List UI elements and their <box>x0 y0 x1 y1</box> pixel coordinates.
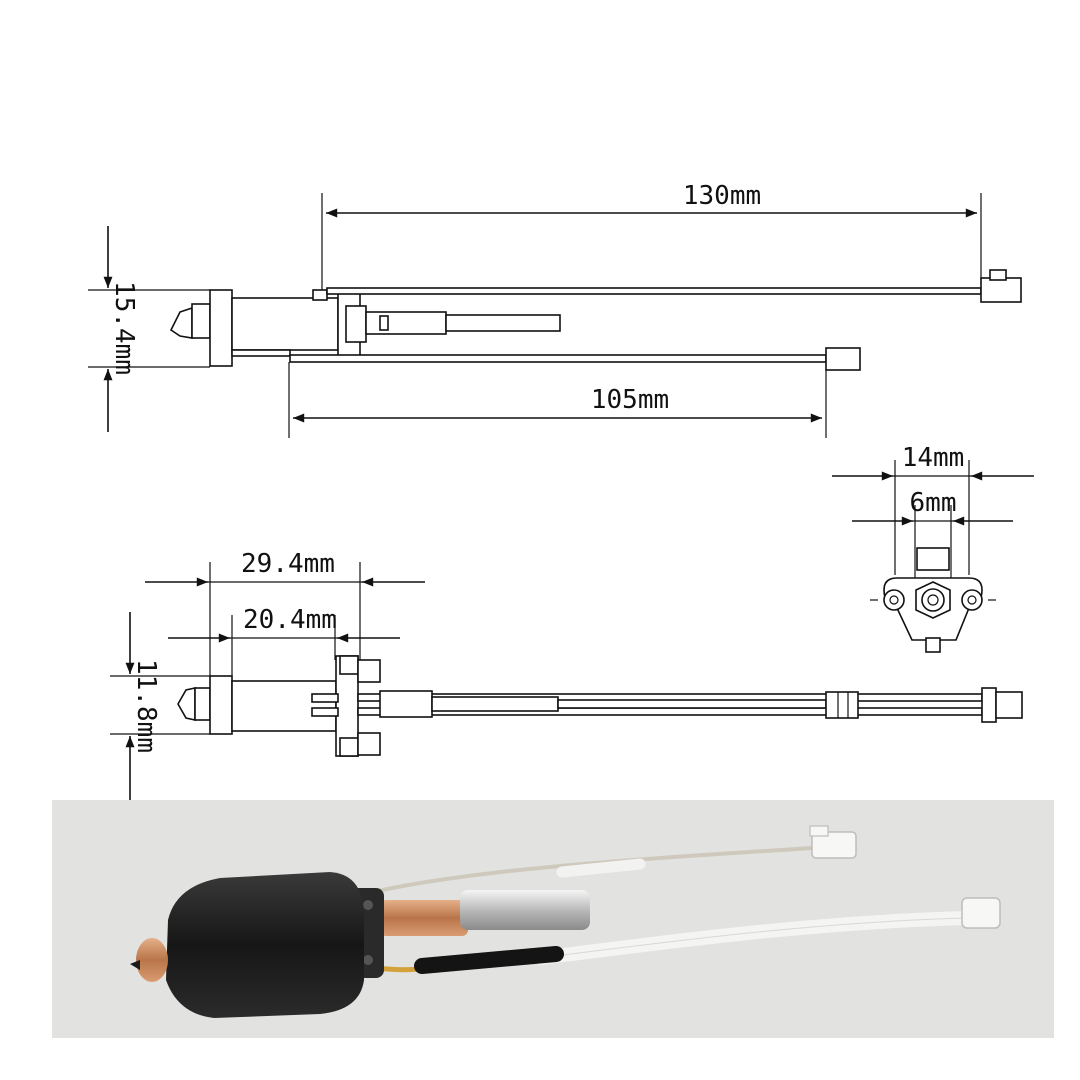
dim-14mm: 14mm <box>902 443 965 473</box>
dim-29-4mm: 29.4mm <box>241 549 335 579</box>
front-view: 14mm 6mm <box>832 443 1034 653</box>
copper-heatbreak <box>380 900 468 936</box>
dim-15-4mm: 15.4mm <box>109 281 139 375</box>
nozzle-tip <box>130 960 140 970</box>
dim-20-4mm: 20.4mm <box>243 605 337 635</box>
dim-130mm: 130mm <box>683 181 761 211</box>
dim-11-8mm: 11.8mm <box>131 659 161 753</box>
dim-105mm: 105mm <box>591 385 669 415</box>
heater-block-sock <box>166 872 364 1018</box>
heater-connector <box>961 897 1001 929</box>
bottom-side-view: 29.4mm 20.4mm 11.8mm <box>110 549 1023 800</box>
top-side-view: 130mm 15.4mm 105mm <box>88 181 1022 438</box>
thermistor-connector <box>811 831 857 859</box>
heater-cartridge <box>460 890 590 930</box>
thermistor-cable <box>359 846 813 897</box>
dim-6mm: 6mm <box>910 488 957 518</box>
product-photo <box>52 800 1054 1038</box>
